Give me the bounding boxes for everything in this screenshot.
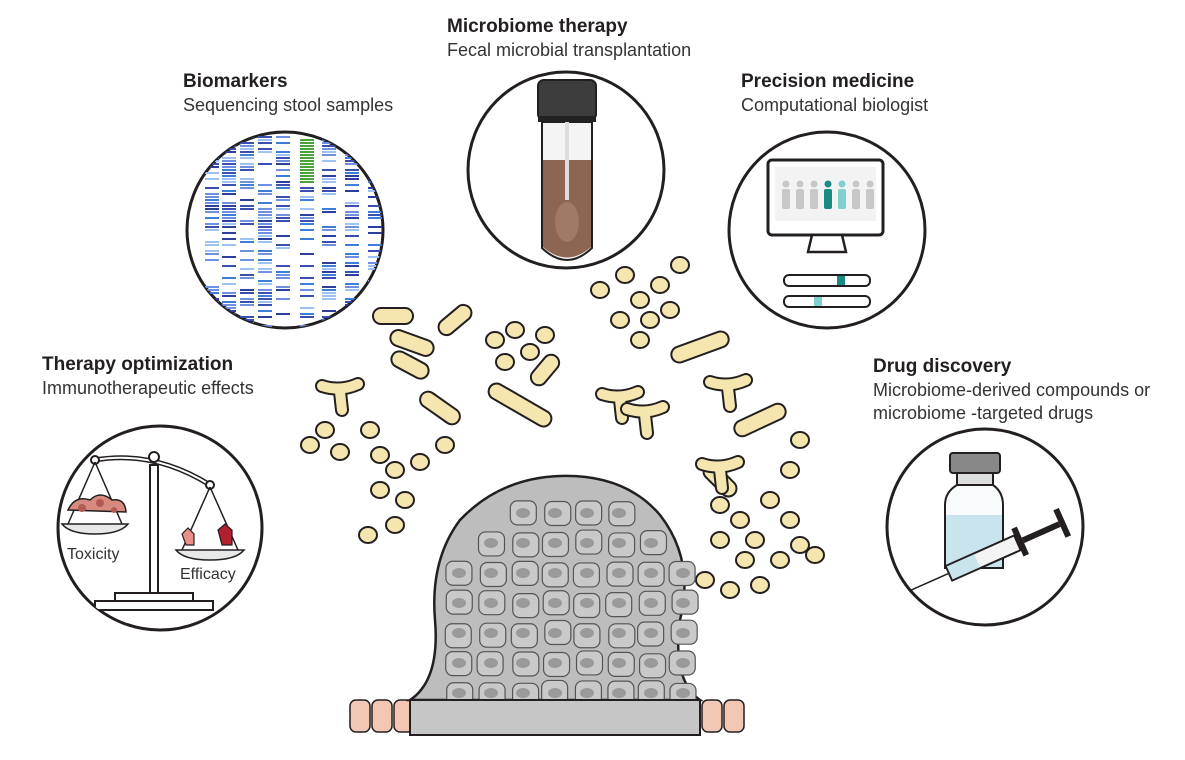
therapy-optimization-subtitle: Immunotherapeutic effects xyxy=(42,378,254,398)
microbiome-therapy-label: Microbiome therapy Fecal microbial trans… xyxy=(447,15,691,62)
gut-bacteria-cluster xyxy=(300,256,825,599)
biomarkers-subtitle: Sequencing stool samples xyxy=(183,95,394,115)
drug-discovery-subtitle-1: Microbiome-derived compounds or xyxy=(873,380,1151,400)
therapy-optimization-title: Therapy optimization xyxy=(42,354,234,375)
biomarkers-title: Biomarkers xyxy=(183,71,288,92)
precision-medicine-label: Precision medicine Computational biologi… xyxy=(741,70,928,117)
computer-monitor-icon xyxy=(727,130,927,330)
drug-discovery-label: Drug discovery Microbiome-derived compou… xyxy=(873,355,1150,425)
therapy-optimization-label: Therapy optimization Immunotherapeutic e… xyxy=(42,353,254,400)
precision-medicine-subtitle: Computational biologist xyxy=(741,95,929,115)
balance-scale-icon xyxy=(56,424,264,632)
sequencing-heatmap-icon xyxy=(185,130,385,330)
precision-medicine-title: Precision medicine xyxy=(741,71,915,92)
drug-discovery-title: Drug discovery xyxy=(873,356,1012,377)
toxicity-label: Toxicity xyxy=(67,546,120,563)
biomarkers-label: Biomarkers Sequencing stool samples xyxy=(183,70,393,117)
microbiome-therapy-title: Microbiome therapy xyxy=(447,16,628,37)
vial-syringe-icon xyxy=(885,427,1085,627)
stool-tube-icon xyxy=(466,70,666,270)
tumor-illustration xyxy=(405,474,704,736)
microbiome-therapy-subtitle: Fecal microbial transplantation xyxy=(447,40,692,60)
drug-discovery-subtitle-2: microbiome -targeted drugs xyxy=(873,403,1094,423)
efficacy-label: Efficacy xyxy=(180,566,236,583)
